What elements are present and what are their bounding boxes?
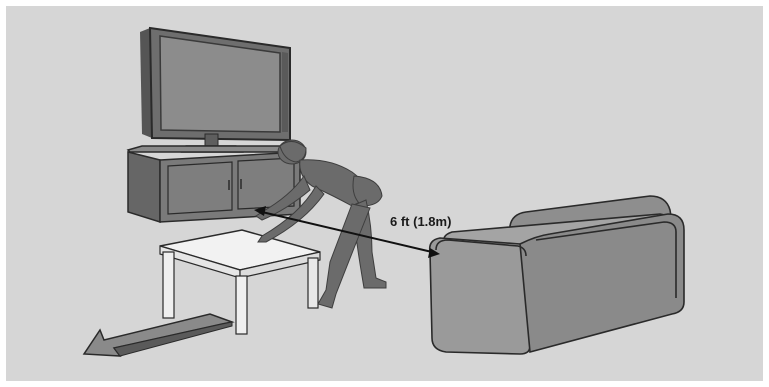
distance-label: 6 ft (1.8m) xyxy=(390,214,451,229)
tv-side-stripe xyxy=(282,52,288,132)
tv-screen xyxy=(160,36,280,132)
tv-stand-neck xyxy=(205,134,218,146)
cabinet-side xyxy=(128,152,160,222)
background-panel xyxy=(6,6,763,381)
television xyxy=(140,28,290,152)
table-leg-front-right xyxy=(236,276,247,334)
sofa-front-body xyxy=(430,238,530,354)
table-leg-front-left xyxy=(163,252,174,318)
cabinet-top xyxy=(128,146,300,152)
cabinet-door-left xyxy=(168,162,232,214)
table-leg-back-right xyxy=(308,258,318,308)
